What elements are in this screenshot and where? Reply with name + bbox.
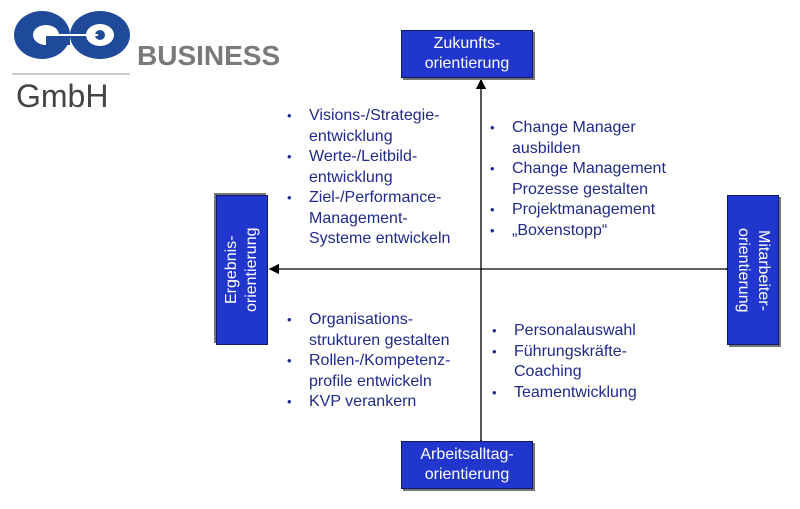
list-item: KVP verankern [287, 392, 450, 413]
list-item: „Boxenstopp“ [490, 221, 666, 242]
axis-label-top: Zukunfts- orientierung [401, 30, 533, 78]
quadrant-top-right: Change Manager ausbilden Change Manageme… [490, 118, 666, 241]
list-item: Organisations- strukturen gestalten [287, 310, 450, 351]
list-item: Werte-/Leitbild- entwicklung [287, 147, 450, 188]
list-item: Change Management Prozesse gestalten [490, 159, 666, 200]
list-item: Change Manager ausbilden [490, 118, 666, 159]
axis-label-right: Mitarbeiter- orientierung [727, 195, 779, 345]
go-logo-mark [12, 11, 130, 75]
quadrant-bottom-right: Personalauswahl Führungskräfte- Coaching… [492, 321, 637, 403]
go-business-logo: BUSINESS GmbH [12, 10, 312, 115]
list-item: Ziel-/Performance- Management- Systeme e… [287, 188, 450, 250]
list-item: Führungskräfte- Coaching [492, 342, 637, 383]
axis-label-bottom: Arbeitsalltag- orientierung [401, 441, 533, 489]
list-item: Personalauswahl [492, 321, 637, 342]
axis-label-left: Ergebnis- orientierung [216, 195, 268, 345]
list-item: Projektmanagement [490, 200, 666, 221]
logo-gmbh: GmbH [16, 78, 109, 114]
list-item: Rollen-/Kompetenz- profile entwickeln [287, 351, 450, 392]
quadrant-top-left: Visions-/Strategie- entwicklung Werte-/L… [287, 106, 450, 250]
list-item: Visions-/Strategie- entwicklung [287, 106, 450, 147]
list-item: Teamentwicklung [492, 383, 637, 404]
logo-business: BUSINESS [137, 40, 281, 71]
quadrant-bottom-left: Organisations- strukturen gestalten Roll… [287, 310, 450, 413]
